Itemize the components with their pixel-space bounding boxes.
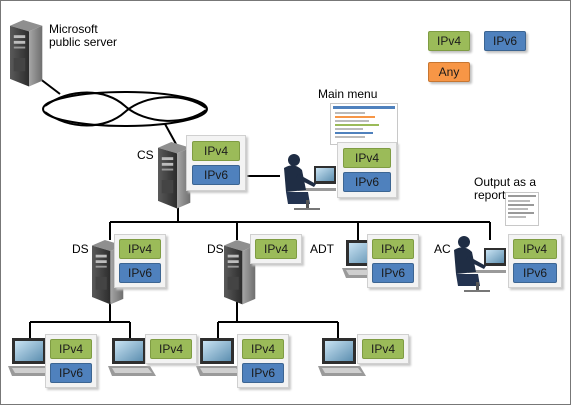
- server-label-line1: Microsoft: [49, 22, 98, 36]
- laptop1-ipv6-badge: IPv6: [50, 363, 92, 383]
- legend-ipv4-badge: IPv4: [428, 31, 470, 51]
- server-label-line2: public server: [49, 35, 118, 49]
- laptop1-ipv4-badge: IPv4: [50, 339, 92, 359]
- ds-left-ipv4-badge: IPv4: [119, 239, 161, 259]
- server-label: Microsoft public server: [49, 23, 117, 49]
- laptop3-ipv6-badge: IPv6: [242, 363, 284, 383]
- cs-ipv6-badge: IPv6: [192, 165, 240, 185]
- adt-ipv4-badge: IPv4: [372, 239, 414, 259]
- ds-left-protocol-card: IPv4 IPv6: [114, 234, 166, 288]
- ac-operator-icon: [454, 236, 506, 292]
- legend-ipv6-badge: IPv6: [484, 31, 526, 51]
- server-icon: [10, 20, 43, 87]
- operator-protocol-card: IPv4 IPv6: [337, 142, 397, 198]
- cs-ipv4-badge: IPv4: [192, 141, 240, 161]
- laptop1-protocol-card: IPv4 IPv6: [45, 334, 97, 388]
- laptop3-protocol-card: IPv4 IPv6: [237, 334, 289, 388]
- output-label-line1: Output as a: [474, 175, 537, 189]
- legend-card: IPv4 IPv6 Any: [418, 26, 544, 84]
- ac-label: AC: [434, 242, 451, 256]
- laptop4-ipv4-badge: IPv4: [362, 339, 404, 359]
- operator-ipv6-badge: IPv6: [343, 172, 391, 192]
- ds-left-ipv6-badge: IPv6: [119, 263, 161, 283]
- laptop4-protocol-card: IPv4: [357, 334, 409, 364]
- operator-icon: [284, 154, 336, 210]
- ds-mid-protocol-card: IPv4: [250, 234, 302, 264]
- ac-ipv4-badge: IPv4: [513, 239, 557, 259]
- network-cloud-icon: [42, 91, 208, 127]
- legend-any-badge: Any: [428, 62, 470, 82]
- output-label-line2: report: [474, 188, 506, 202]
- internet-to-cs-link: [164, 123, 177, 145]
- ds-mid-label: DS: [207, 242, 224, 256]
- cs-protocol-card: IPv4 IPv6: [186, 135, 246, 191]
- laptop2-protocol-card: IPv4: [145, 334, 197, 364]
- ds-left-label: DS: [72, 242, 89, 256]
- adt-ipv6-badge: IPv6: [372, 263, 414, 283]
- adt-label: ADT: [310, 242, 334, 256]
- cs-label: CS: [137, 148, 154, 162]
- ac-ipv6-badge: IPv6: [513, 263, 557, 283]
- ds-mid-ipv4-badge: IPv4: [255, 239, 297, 259]
- laptop2-ipv4-badge: IPv4: [150, 339, 192, 359]
- main-menu-label: Main menu: [318, 87, 378, 101]
- adt-protocol-card: IPv4 IPv6: [367, 234, 419, 288]
- operator-ipv4-badge: IPv4: [343, 148, 391, 168]
- laptop3-ipv4-badge: IPv4: [242, 339, 284, 359]
- report-icon: [505, 192, 539, 226]
- output-label: Output as a report: [474, 176, 536, 202]
- ac-protocol-card: IPv4 IPv6: [508, 234, 562, 288]
- main-menu-report-icon: [330, 103, 398, 145]
